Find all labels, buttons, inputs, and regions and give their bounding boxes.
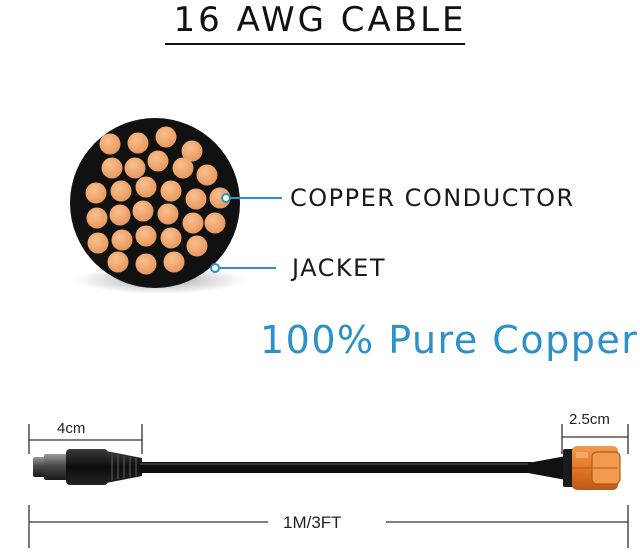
dim-4cm-label: 4cm: [57, 420, 86, 437]
plug-body: [66, 449, 142, 485]
conductor-callout: [221, 193, 282, 203]
copper-conductor-label: COPPER CONDUCTOR: [290, 184, 575, 212]
dim-length-bracket: [28, 505, 629, 548]
dim-2-5cm-bracket: [561, 424, 629, 454]
pure-copper-tagline: 100% Pure Copper: [260, 318, 639, 362]
jacket-label: JACKET: [292, 254, 386, 282]
jacket-callout: [210, 263, 276, 273]
dc-barrel-plug: [33, 454, 68, 480]
cable-length-label: 1M/3FT: [283, 513, 342, 532]
xt-connector: [528, 446, 621, 490]
diagram-title: 16 AWG CABLE: [173, 0, 467, 40]
title-underline: [165, 43, 465, 45]
cable-wire: [140, 462, 532, 473]
copper-strands: [85, 126, 231, 275]
dim-2-5cm-label: 2.5cm: [569, 411, 610, 428]
dim-4cm-bracket: [28, 424, 143, 454]
